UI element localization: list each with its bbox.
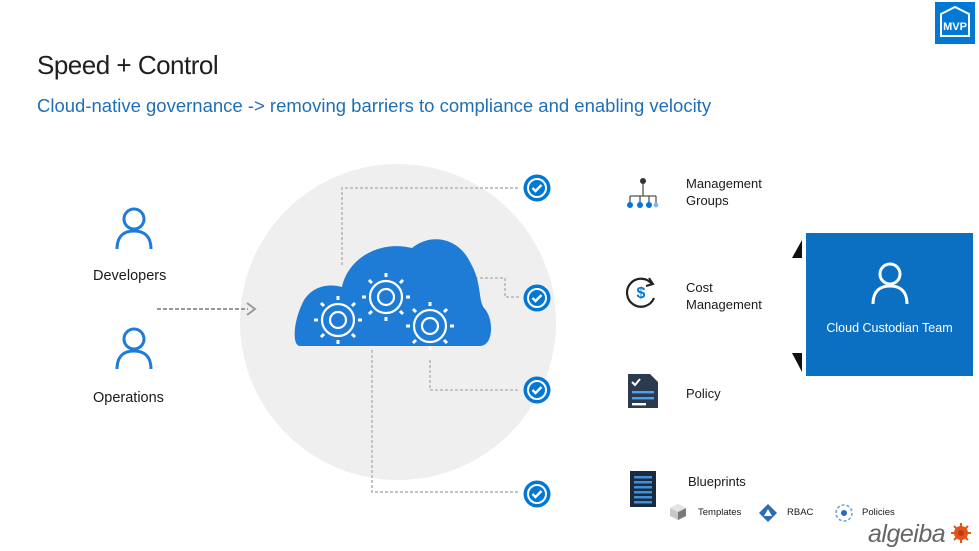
connector-policy [429,360,520,391]
management-groups-label: Management Groups [686,175,762,209]
templates-label: Templates [698,507,742,518]
policies-icon [835,504,853,522]
connector-management-groups [341,187,520,265]
policies-label: Policies [862,507,895,518]
check-icon [523,284,551,312]
mvp-badge: MVP [935,2,975,44]
svg-text:$: $ [637,285,646,302]
label-line: Management [686,176,762,191]
operations-person-icon [115,327,153,370]
cost-icon: $ [625,277,656,308]
team-person-icon [871,262,909,305]
check-icon [523,480,551,508]
arrow-up-marker [792,240,802,258]
blueprint-icon [630,471,656,507]
mvp-text: MVP [943,21,967,33]
arrow-down-marker [792,353,802,372]
template-cube-icon [670,504,686,520]
page-title: Speed + Control [37,50,219,80]
connector-cost-management [470,277,520,298]
policy-document-icon [628,374,658,408]
policy-label: Policy [686,386,721,401]
cost-management-label: Cost Management [686,279,762,313]
label-line: Groups [686,193,729,208]
brand-mark-icon [951,523,971,543]
label-line: Management [686,297,762,312]
developers-label: Developers [93,268,167,284]
flow-arrow [157,302,257,316]
rbac-icon [759,504,777,522]
cloud-custodian-team-label: Cloud Custodian Team [826,321,953,335]
algeiba-logo: algeiba [868,520,946,548]
operations-label: Operations [93,390,164,406]
label-line: Cost [686,280,713,295]
cloud-icon [294,239,492,350]
cloud-custodian-team-box: Cloud Custodian Team [806,233,973,376]
connector-blueprints [371,350,520,493]
hierarchy-icon [627,178,659,208]
page-subtitle: Cloud-native governance -> removing barr… [37,95,712,116]
developer-person-icon [115,207,153,250]
rbac-label: RBAC [787,507,814,518]
blueprints-label: Blueprints [688,474,746,489]
check-icon [523,376,551,404]
check-icon [523,174,551,202]
